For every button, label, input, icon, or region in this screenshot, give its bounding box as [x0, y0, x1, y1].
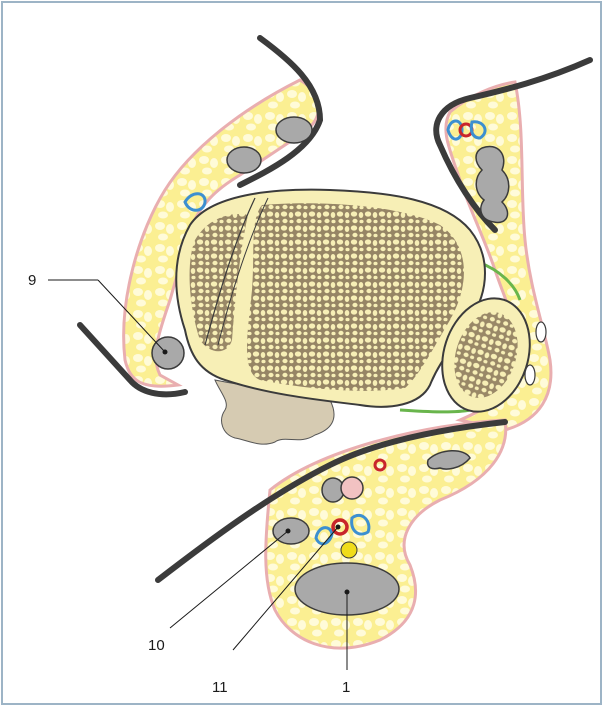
tendon-right-chain — [476, 147, 509, 223]
leader-10-dot — [286, 529, 291, 534]
leader-9-dot — [163, 350, 168, 355]
tendon-mid-pink — [341, 477, 363, 499]
label-9: 9 — [28, 272, 36, 289]
tendon-upper-left-2 — [227, 147, 261, 173]
label-1: 1 — [342, 679, 350, 696]
fat-lobule-right-1 — [536, 322, 546, 342]
tendon-upper-left-1 — [276, 117, 312, 143]
leader-1-dot — [345, 590, 350, 595]
nerve-icon — [341, 542, 357, 558]
ligament-lower — [400, 410, 470, 412]
leader-11-dot — [336, 525, 341, 530]
tendon-9 — [152, 337, 184, 369]
tendon-10 — [273, 518, 309, 544]
label-11: 11 — [212, 679, 228, 696]
label-10: 10 — [148, 637, 165, 654]
fat-lobule-right-2 — [525, 365, 535, 385]
